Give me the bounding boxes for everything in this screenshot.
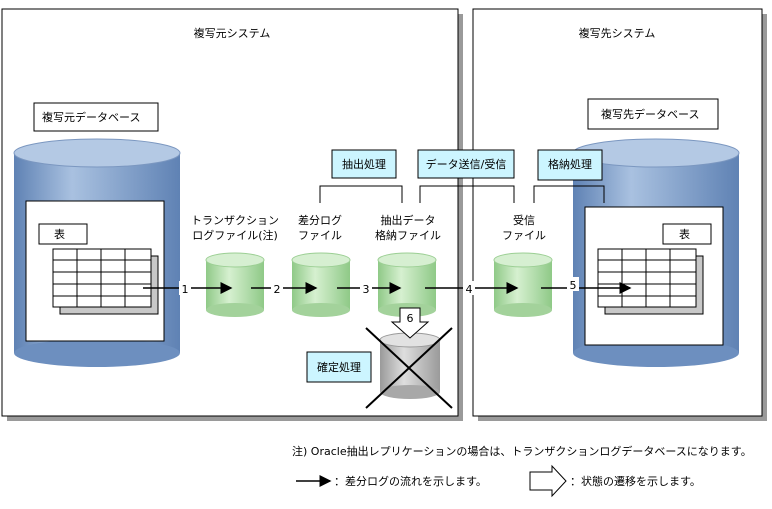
step-number-6: 6: [407, 312, 414, 325]
confirm-process-box: [306, 351, 372, 383]
target-database-label-box: [587, 98, 719, 130]
legend-flow-text: ：差分ログの流れを示します。: [334, 474, 487, 488]
target-table-grid: [597, 248, 704, 315]
step-number-1: 1: [182, 283, 189, 296]
received-file-label-line1: 受信: [513, 214, 535, 227]
transaction-log-label-line1: トランザクション: [191, 214, 279, 227]
send-receive-process-box: [417, 149, 515, 179]
store-process-label: 格納処理: [548, 157, 592, 171]
extract-data-label-line1: 抽出データ: [381, 213, 436, 227]
transaction-log-file-icon: [205, 252, 265, 317]
diff-log-label-line1: 差分ログ: [298, 213, 342, 227]
transaction-log-label-line2: ログファイル(注): [192, 228, 278, 242]
extract-process-box: [331, 149, 397, 179]
extract-data-label-line2: 格納ファイル: [375, 228, 441, 242]
extract-data-file-icon: [377, 252, 437, 317]
send-receive-bracket: [419, 185, 515, 203]
extract-bracket: [319, 185, 403, 203]
source-table-grid: [52, 248, 159, 315]
diff-log-label-line2: ファイル: [298, 229, 342, 242]
step-number-2: 2: [274, 283, 281, 296]
send-receive-process-label: データ送信/受信: [426, 157, 507, 171]
received-file-icon: [493, 252, 553, 317]
received-file-label-line2: ファイル: [502, 229, 546, 242]
step-number-3: 3: [363, 283, 370, 296]
footnote-text: 注) Oracle抽出レプリケーションの場合は、トランザクションログデータベース…: [292, 444, 752, 458]
target-system-title: 複写先システム: [579, 26, 656, 40]
discard-cross-mark: [365, 327, 453, 409]
legend-transition-arrow: [529, 464, 567, 498]
source-table-label-box: [38, 223, 88, 245]
target-database-label: 複写先データベース: [601, 107, 699, 121]
diff-log-file-icon: [291, 252, 351, 317]
state-transition-arrow-6: [390, 307, 430, 339]
source-database-label-box: [33, 102, 159, 132]
extract-process-label: 抽出処理: [342, 157, 386, 171]
legend-transition-text: ：状態の遷移を示します。: [570, 474, 701, 488]
source-database-label: 複写元データベース: [42, 110, 140, 124]
store-process-box: [537, 149, 603, 181]
step-number-4: 4: [466, 283, 473, 296]
source-table-label: 表: [54, 227, 65, 241]
store-bracket: [533, 185, 605, 203]
target-table-label-box: [662, 223, 712, 245]
step-number-5: 5: [570, 279, 577, 292]
source-system-title: 複写元システム: [194, 26, 271, 40]
target-table-label: 表: [679, 227, 690, 241]
confirm-process-label: 確定処理: [317, 360, 361, 374]
